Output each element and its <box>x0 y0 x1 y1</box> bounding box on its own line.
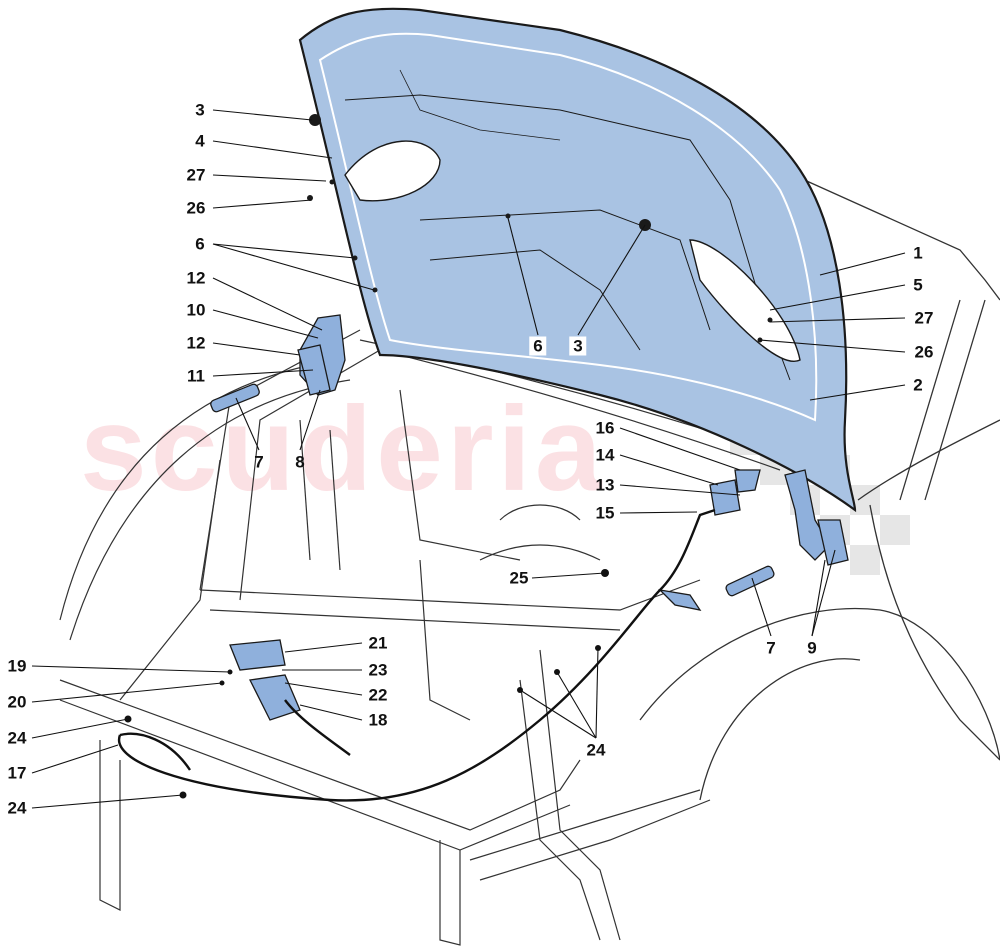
callout-8[interactable]: 8 <box>295 452 305 472</box>
leader-lines <box>31 109 906 809</box>
callout-2[interactable]: 2 <box>913 375 923 395</box>
callout-26[interactable]: 26 <box>186 198 206 218</box>
callout-9[interactable]: 9 <box>807 638 817 658</box>
callout-18[interactable]: 18 <box>368 710 388 730</box>
callout-26[interactable]: 26 <box>914 342 934 362</box>
callout-15[interactable]: 15 <box>595 503 615 523</box>
callout-25[interactable]: 25 <box>509 568 529 588</box>
callout-16[interactable]: 16 <box>595 418 615 438</box>
callout-12[interactable]: 12 <box>186 333 206 353</box>
callout-24[interactable]: 24 <box>7 728 27 748</box>
callout-7[interactable]: 7 <box>254 452 264 472</box>
car-body-outline <box>639 159 1000 801</box>
fastener-dots <box>124 569 609 799</box>
callout-1[interactable]: 1 <box>913 243 923 263</box>
callout-6[interactable]: 6 <box>195 234 205 254</box>
callout-5[interactable]: 5 <box>913 275 923 295</box>
callout-11[interactable]: 11 <box>187 366 205 386</box>
callout-24[interactable]: 24 <box>7 798 27 818</box>
callout-22[interactable]: 22 <box>368 685 388 705</box>
callout-27[interactable]: 27 <box>186 165 206 185</box>
callout-21[interactable]: 21 <box>368 633 388 653</box>
callout-10[interactable]: 10 <box>186 300 206 320</box>
callout-17[interactable]: 17 <box>7 763 27 783</box>
callout-19[interactable]: 19 <box>7 656 27 676</box>
callout-7[interactable]: 7 <box>766 638 776 658</box>
callout-23[interactable]: 23 <box>368 660 388 680</box>
callout-6[interactable]: 6 <box>529 336 547 356</box>
hood-panel <box>298 7 857 513</box>
callout-12[interactable]: 12 <box>186 268 206 288</box>
callout-3[interactable]: 3 <box>569 336 587 356</box>
highlighted-parts <box>210 314 849 721</box>
release-cable <box>117 508 716 802</box>
callout-24[interactable]: 24 <box>582 740 610 760</box>
callout-20[interactable]: 20 <box>7 692 27 712</box>
callout-14[interactable]: 14 <box>595 445 615 465</box>
callout-27[interactable]: 27 <box>914 308 934 328</box>
callout-3[interactable]: 3 <box>195 100 205 120</box>
callout-4[interactable]: 4 <box>195 131 205 151</box>
callout-13[interactable]: 13 <box>595 475 615 495</box>
